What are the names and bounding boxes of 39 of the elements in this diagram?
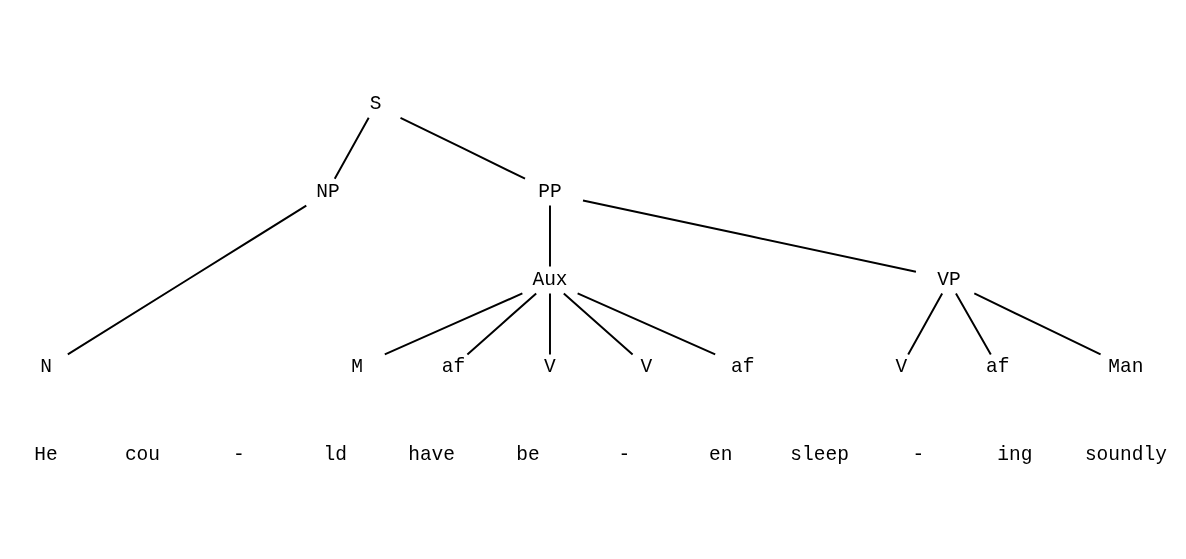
label: - bbox=[233, 443, 245, 466]
connector bbox=[466, 292, 538, 355]
node-text: N bbox=[40, 355, 52, 378]
connector bbox=[399, 116, 526, 180]
node-text: af bbox=[986, 355, 1010, 378]
node-text: af bbox=[441, 355, 466, 378]
node-text: Man bbox=[1108, 355, 1144, 378]
label: ld bbox=[323, 443, 347, 466]
label: sleep bbox=[790, 443, 849, 466]
label: have bbox=[408, 443, 456, 466]
connector bbox=[576, 292, 717, 355]
node-text: af bbox=[731, 355, 755, 378]
node-text: V bbox=[544, 355, 556, 378]
node-text: NP bbox=[316, 180, 340, 203]
label: soundly bbox=[1084, 443, 1167, 466]
label: - bbox=[618, 443, 631, 466]
connector bbox=[562, 292, 634, 355]
label: cou bbox=[124, 443, 161, 466]
node-text: V bbox=[640, 355, 653, 378]
connector bbox=[582, 198, 917, 273]
connector bbox=[955, 292, 992, 355]
label: ing bbox=[997, 443, 1033, 466]
node-text: VP bbox=[937, 268, 961, 291]
label: - bbox=[912, 443, 925, 466]
connector bbox=[907, 292, 944, 355]
label: en bbox=[709, 443, 733, 466]
label: He bbox=[34, 443, 58, 466]
node-text: V bbox=[895, 355, 908, 378]
connector bbox=[549, 204, 551, 268]
connector bbox=[333, 116, 370, 180]
node-text: Aux bbox=[532, 268, 568, 291]
connector bbox=[549, 292, 551, 355]
connector bbox=[383, 292, 524, 355]
node-text: M bbox=[351, 355, 364, 378]
node-text: S bbox=[369, 92, 382, 115]
node-text: PP bbox=[538, 180, 562, 203]
connector bbox=[66, 204, 308, 355]
label: be bbox=[516, 443, 540, 466]
connector bbox=[973, 292, 1102, 355]
